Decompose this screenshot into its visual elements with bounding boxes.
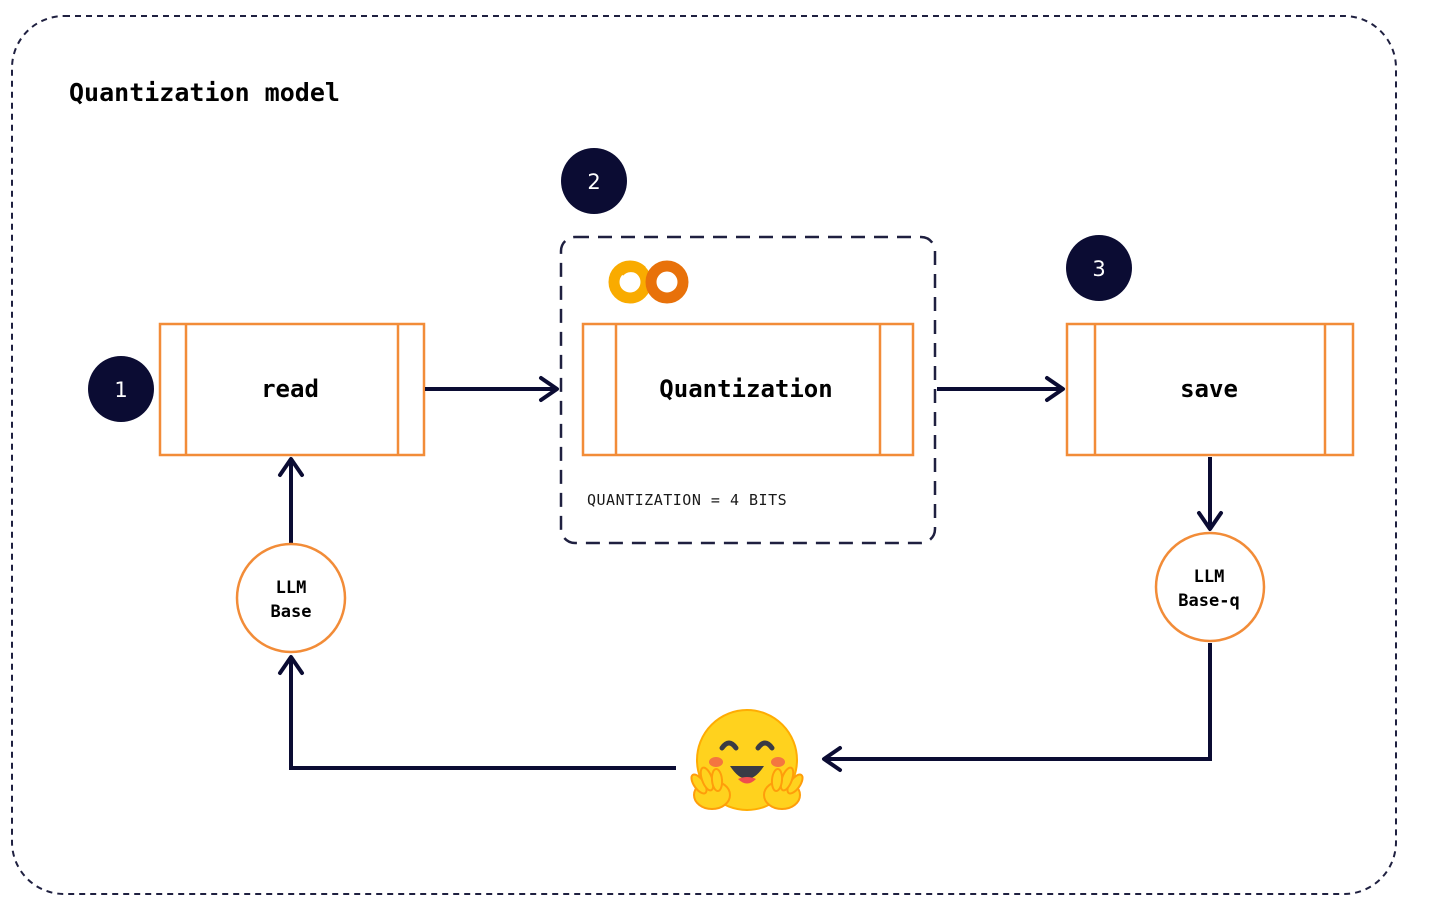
save-process-box[interactable]: save: [1065, 322, 1355, 457]
step-badge-2: 2: [561, 148, 627, 214]
hugging-face-icon: [690, 709, 804, 811]
arrow-hub-to-base: [278, 655, 676, 770]
llm-base-node[interactable]: LLM Base: [235, 542, 347, 654]
step-badge-1: 1: [88, 356, 154, 422]
read-process-box[interactable]: read: [158, 322, 426, 457]
colab-logo-icon: [608, 260, 689, 304]
svg-text:Base: Base: [271, 602, 312, 622]
svg-text:1: 1: [114, 378, 127, 402]
svg-text:2: 2: [587, 170, 600, 194]
arrow-base-q-to-hub: [822, 643, 1212, 772]
quantization-process-box[interactable]: Quantization: [581, 322, 915, 457]
llm-base-q-node[interactable]: LLM Base-q: [1154, 531, 1266, 643]
svg-text:LLM: LLM: [1194, 567, 1225, 587]
outer-frame: [11, 15, 1397, 895]
arrow-save-to-base-q: [1197, 457, 1223, 531]
save-label: save: [1180, 375, 1238, 403]
step-badge-3: 3: [1066, 235, 1132, 301]
svg-text:3: 3: [1092, 257, 1105, 281]
quantization-container: [559, 235, 937, 545]
read-label: read: [261, 375, 319, 403]
arrow-quantization-to-save: [937, 376, 1065, 402]
arrow-base-to-read: [278, 457, 304, 543]
quantization-note: QUANTIZATION = 4 BITS: [587, 491, 787, 509]
svg-text:LLM: LLM: [276, 578, 307, 598]
svg-text:Base-q: Base-q: [1178, 591, 1239, 611]
arrow-read-to-quantization: [425, 376, 559, 402]
quantization-label: Quantization: [659, 375, 832, 403]
diagram-title: Quantization model: [69, 78, 340, 107]
